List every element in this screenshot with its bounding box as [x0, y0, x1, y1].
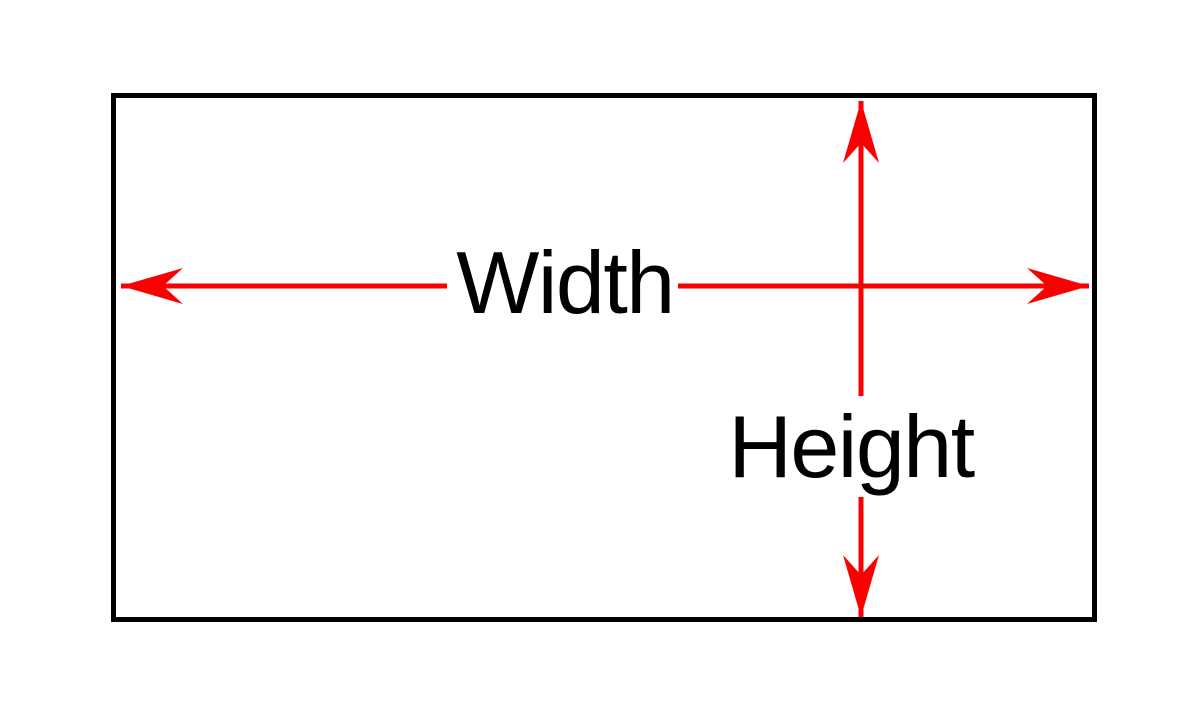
height-label: Height	[728, 397, 974, 496]
width-label: Width	[456, 233, 673, 332]
rectangle-outline	[111, 93, 1097, 622]
